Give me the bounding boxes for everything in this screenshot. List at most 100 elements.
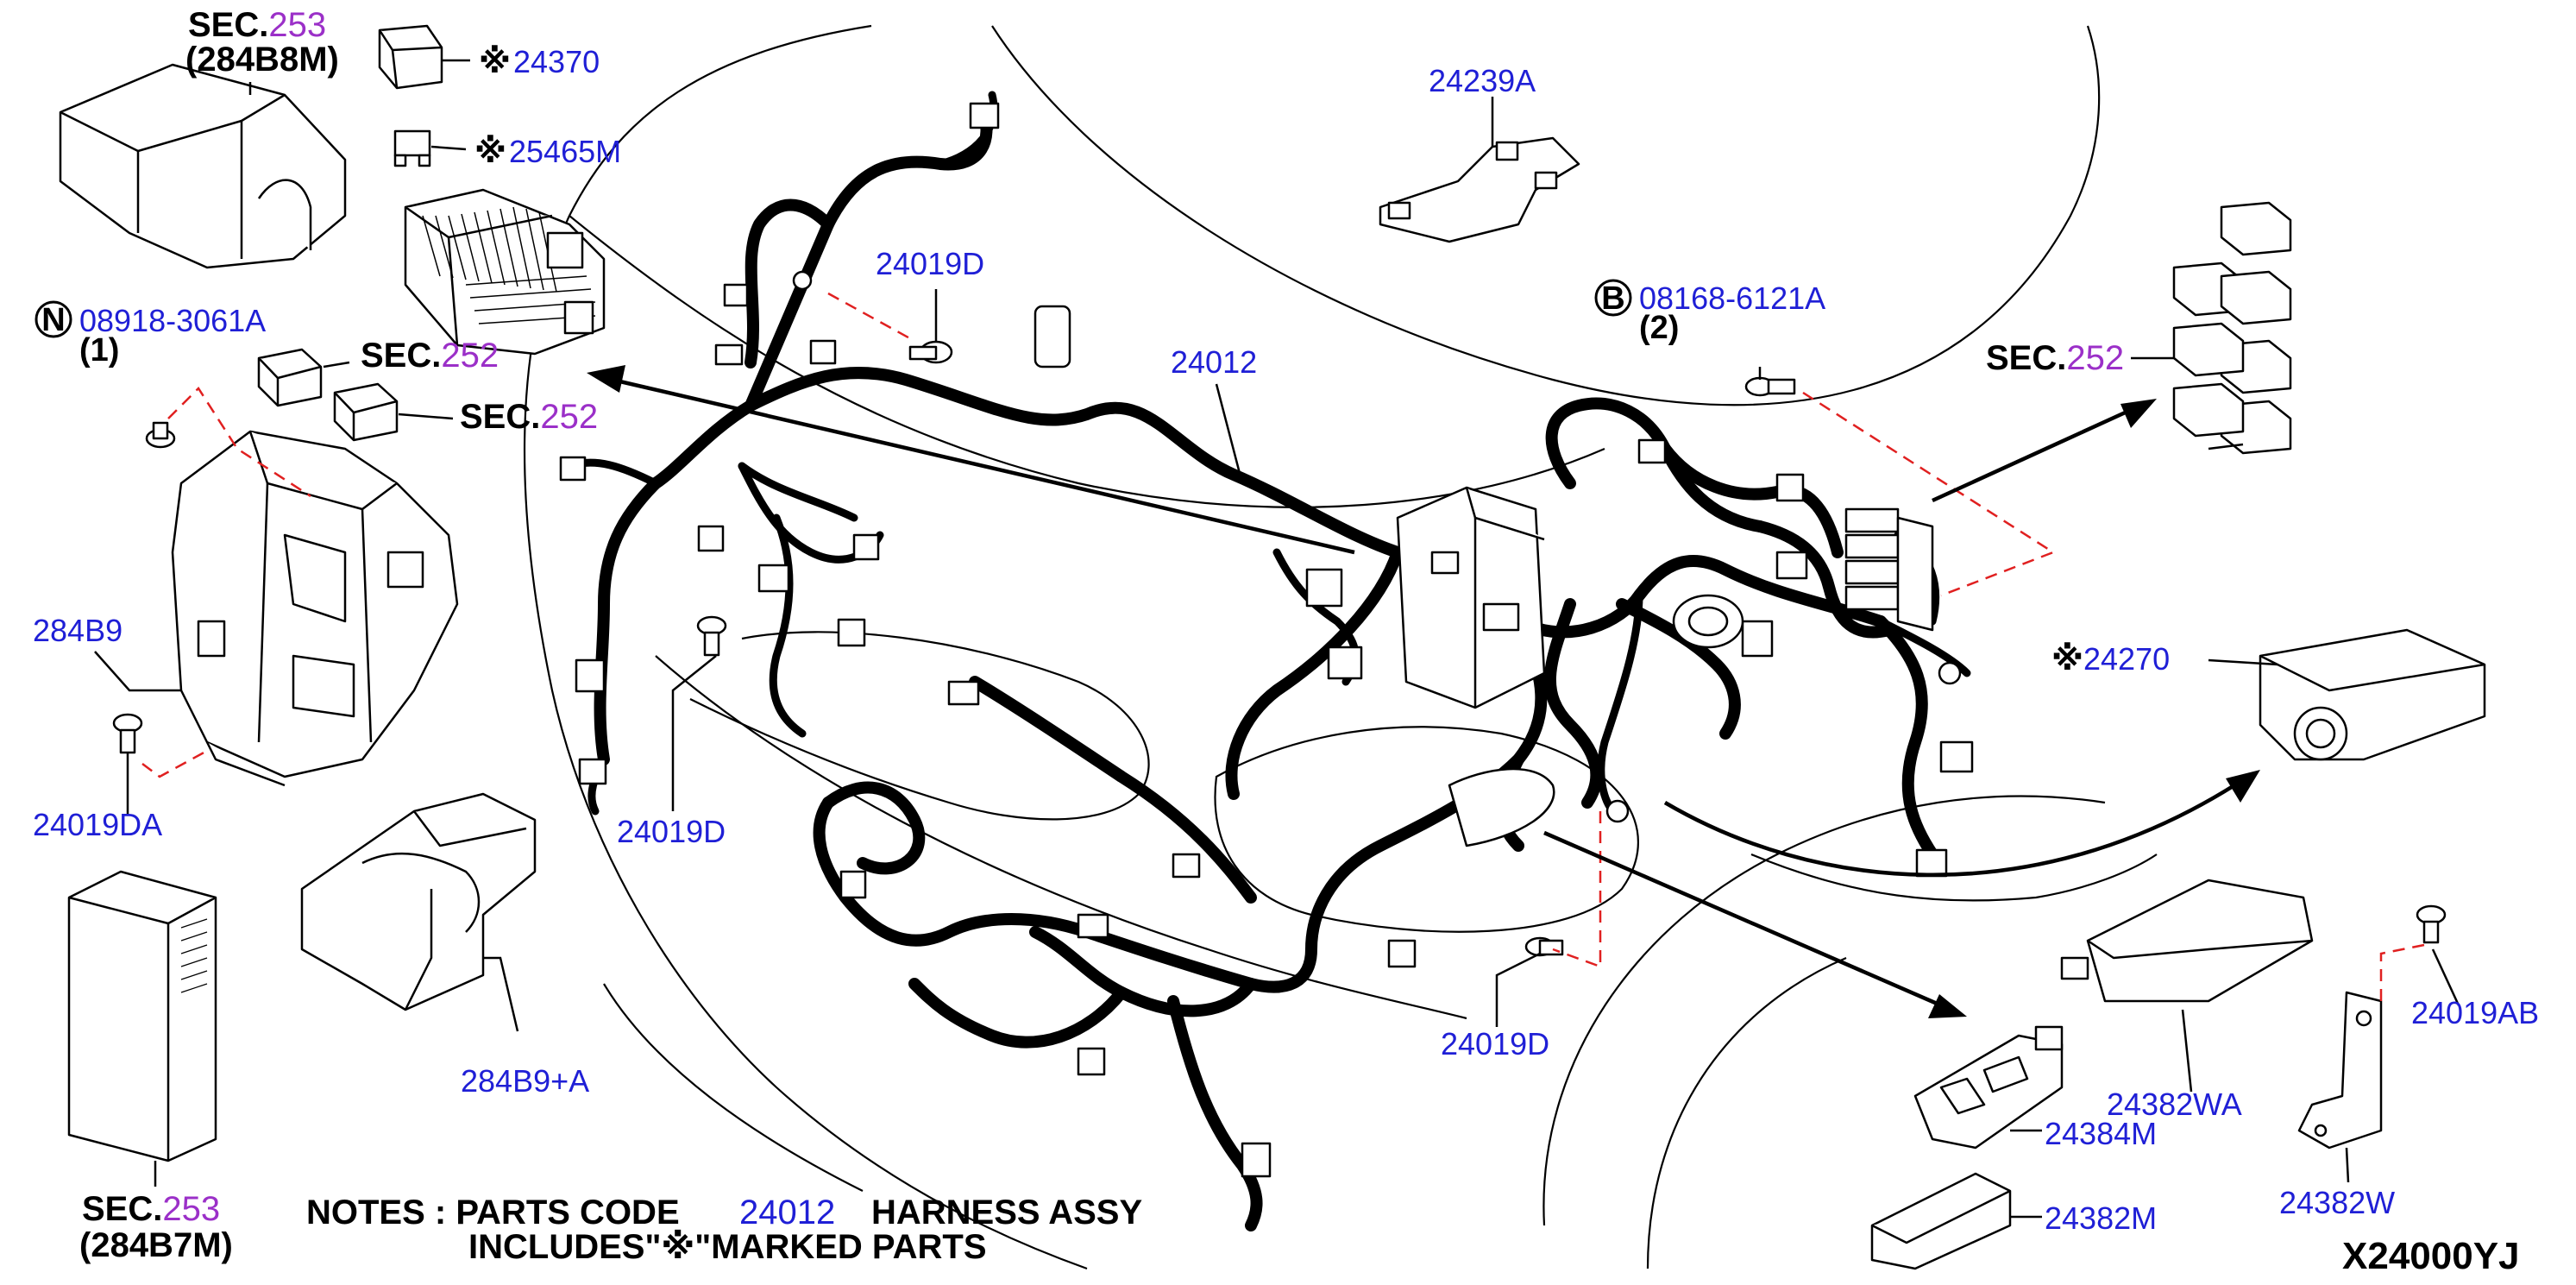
part-284B9[interactable]: 284B9 bbox=[33, 613, 123, 648]
part-24382W[interactable]: 24382W bbox=[2279, 1185, 2395, 1220]
cover-24382WA bbox=[2060, 879, 2314, 1003]
connector bbox=[723, 283, 749, 307]
n-symbol-letter: N bbox=[41, 302, 65, 338]
part-24370[interactable]: 24370 bbox=[513, 44, 600, 79]
part-25465M[interactable]: 25465M bbox=[509, 134, 621, 169]
bolt-24019DA bbox=[112, 713, 143, 754]
part-24019AB[interactable]: 24019AB bbox=[2411, 995, 2539, 1030]
connector bbox=[1915, 848, 1948, 878]
ground-terminal bbox=[1605, 799, 1630, 823]
connector bbox=[575, 658, 606, 693]
part-24019D-low[interactable]: 24019D bbox=[1441, 1026, 1549, 1061]
part-24019D-mid[interactable]: 24019D bbox=[617, 814, 726, 849]
sec252-b-prefix: SEC. bbox=[460, 398, 540, 436]
part-24384M[interactable]: 24384M bbox=[2045, 1116, 2157, 1151]
connector bbox=[697, 525, 725, 552]
sec253-bottom-number[interactable]: 253 bbox=[162, 1190, 220, 1228]
fuse-25465M bbox=[393, 129, 431, 167]
notes-line1-suffix: HARNESS ASSY bbox=[871, 1194, 1142, 1231]
box-24384M bbox=[1913, 1025, 2064, 1150]
svg-text:SEC.252: SEC.252 bbox=[460, 398, 598, 436]
bolt-24019D-mid bbox=[696, 615, 727, 657]
part-24382WA[interactable]: 24382WA bbox=[2107, 1087, 2242, 1122]
relay-cluster-sec252 bbox=[2172, 201, 2292, 455]
sec253-top-number[interactable]: 253 bbox=[268, 6, 326, 44]
connector bbox=[1741, 620, 1774, 658]
part-08918-3061A[interactable]: 08918-3061A bbox=[79, 303, 266, 338]
install-dashed-lines bbox=[141, 292, 2425, 1001]
relay-sec252-b bbox=[333, 382, 399, 442]
sec253-top-code: (284B8M) bbox=[185, 41, 339, 79]
relay-sec252-a bbox=[257, 348, 323, 407]
bolt-24019D-low bbox=[1524, 936, 1564, 957]
grommet bbox=[792, 270, 813, 291]
cover-284B9A bbox=[300, 792, 537, 1011]
asterisk-mark: ※ bbox=[2051, 641, 2083, 677]
part-08168-6121A[interactable]: 08168-6121A bbox=[1639, 280, 1825, 316]
asterisk-mark: ※ bbox=[474, 134, 506, 170]
diagram-code: X24000YJ bbox=[2342, 1235, 2520, 1277]
connector bbox=[714, 343, 744, 366]
connector bbox=[559, 456, 587, 482]
part-labels: SEC.253 (284B8M) ※ 24370 ※ 25465M N 0891… bbox=[33, 6, 2539, 1264]
notes-line1-prefix: NOTES : PARTS CODE bbox=[306, 1194, 680, 1231]
connector bbox=[1327, 646, 1363, 680]
fuse-box-cover-284B8M bbox=[59, 63, 347, 269]
connector bbox=[837, 618, 866, 647]
fuse-block-bracket-284B9 bbox=[171, 430, 459, 787]
b-symbol-letter: B bbox=[1601, 280, 1624, 317]
reference-arrows bbox=[587, 365, 2260, 1018]
connector bbox=[1387, 939, 1417, 968]
fuse-block-assembly bbox=[404, 188, 606, 356]
connector bbox=[1172, 853, 1201, 879]
connector bbox=[809, 339, 837, 365]
notes-line2: INCLUDES"※"MARKED PARTS bbox=[468, 1228, 987, 1266]
relay-24370 bbox=[378, 24, 443, 90]
connector bbox=[852, 533, 880, 561]
qty-08168-6121A: (2) bbox=[1639, 310, 1679, 346]
part-24239A[interactable]: 24239A bbox=[1429, 63, 1536, 98]
asterisk-mark: ※ bbox=[479, 44, 511, 80]
bolt-24019D-top bbox=[908, 340, 953, 364]
module-284B7M bbox=[67, 870, 217, 1162]
part-24019D-top[interactable]: 24019D bbox=[876, 246, 984, 281]
harness-relay-bracket bbox=[1844, 507, 1934, 632]
sec252-a-number[interactable]: 252 bbox=[441, 337, 499, 375]
connector bbox=[1775, 473, 1805, 502]
protector-24270 bbox=[2259, 628, 2486, 761]
connector bbox=[969, 102, 1000, 129]
connector bbox=[839, 870, 867, 899]
part-24012[interactable]: 24012 bbox=[1171, 344, 1257, 380]
connector bbox=[757, 564, 790, 593]
bracket-24382W bbox=[2297, 991, 2383, 1150]
svg-text:SEC.252: SEC.252 bbox=[361, 337, 499, 375]
sec252-b-number[interactable]: 252 bbox=[540, 398, 598, 436]
leader-lines bbox=[94, 59, 2460, 1219]
connector bbox=[1305, 568, 1343, 608]
n-symbol-circle bbox=[35, 300, 72, 338]
nut-08918-3061A bbox=[145, 421, 176, 449]
connector bbox=[1034, 305, 1071, 368]
connector bbox=[947, 680, 980, 706]
sec253-bottom-prefix: SEC. bbox=[82, 1190, 162, 1228]
part-284B9A[interactable]: 284B9+A bbox=[461, 1063, 589, 1099]
part-24382M[interactable]: 24382M bbox=[2045, 1200, 2157, 1236]
svg-text:SEC.253: SEC.253 bbox=[188, 6, 326, 44]
connector bbox=[1077, 913, 1109, 939]
ground-terminal bbox=[1938, 661, 1962, 685]
harness-connectors bbox=[559, 102, 1974, 1178]
bolt-08168-6121A bbox=[1744, 376, 1796, 397]
connector bbox=[1775, 551, 1808, 580]
sec252-right-number[interactable]: 252 bbox=[2066, 339, 2124, 377]
connector bbox=[1241, 1142, 1272, 1178]
connector bbox=[578, 758, 607, 785]
sec252-right-prefix: SEC. bbox=[1986, 339, 2066, 377]
bolt-24019AB bbox=[2416, 904, 2447, 944]
svg-text:SEC.253: SEC.253 bbox=[82, 1190, 220, 1228]
part-24019DA[interactable]: 24019DA bbox=[33, 807, 162, 842]
notes-line1-code[interactable]: 24012 bbox=[739, 1194, 835, 1231]
part-24270[interactable]: 24270 bbox=[2083, 641, 2170, 677]
cover-24382M bbox=[1870, 1172, 2012, 1270]
